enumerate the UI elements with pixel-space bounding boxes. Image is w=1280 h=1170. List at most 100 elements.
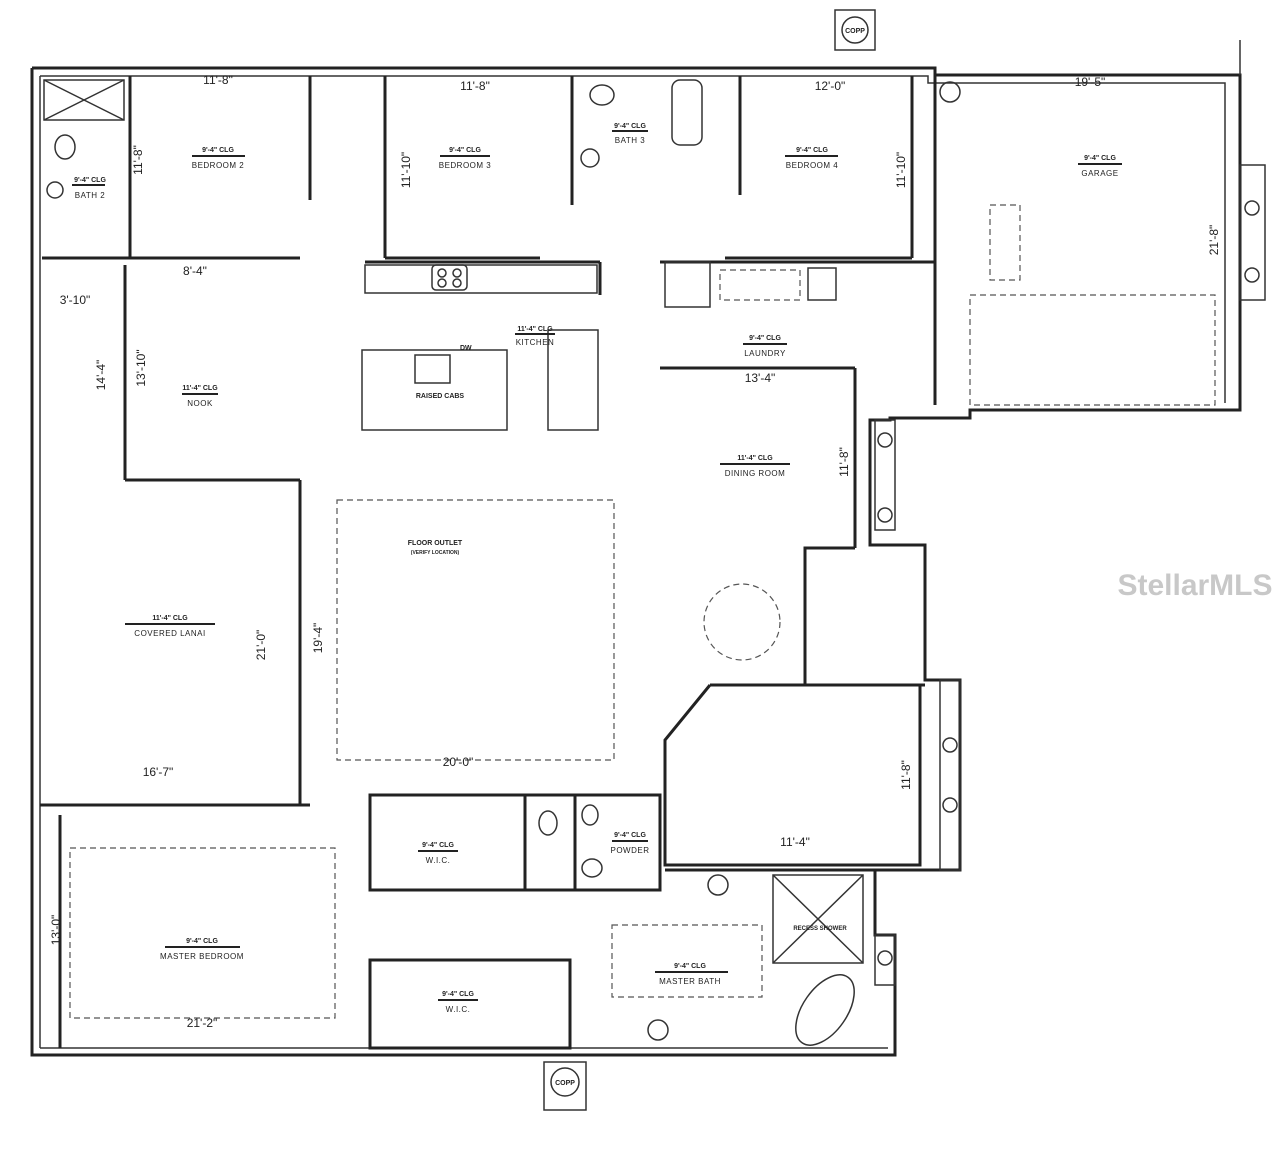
svg-text:BEDROOM 4: BEDROOM 4 xyxy=(786,161,839,170)
tub-icon xyxy=(671,79,703,146)
svg-text:BATH 2: BATH 2 xyxy=(75,191,105,200)
svg-text:9'-4" CLG: 9'-4" CLG xyxy=(1084,155,1116,162)
svg-text:9'-4" CLG: 9'-4" CLG xyxy=(202,147,234,154)
svg-text:11'-4": 11'-4" xyxy=(780,835,810,849)
svg-text:21'-0": 21'-0" xyxy=(254,630,268,661)
bathtub-icon xyxy=(795,974,855,1046)
exterior-walls xyxy=(30,40,1242,1057)
svg-text:9'-4" CLG: 9'-4" CLG xyxy=(74,177,106,184)
label-powder: 9'-4" CLG POWDER xyxy=(611,832,650,855)
svg-text:GARAGE: GARAGE xyxy=(1081,169,1118,178)
top-pad: COPP xyxy=(834,9,876,51)
svg-text:14'-4": 14'-4" xyxy=(94,360,108,391)
svg-text:11'-8": 11'-8" xyxy=(460,79,490,93)
svg-text:9'-4" CLG: 9'-4" CLG xyxy=(614,832,646,839)
svg-text:9'-4" CLG: 9'-4" CLG xyxy=(449,147,481,154)
svg-text:13'-4": 13'-4" xyxy=(745,371,776,385)
shower-icon xyxy=(664,261,711,308)
label-bath-3: 9'-4" CLG BATH 3 xyxy=(612,123,648,145)
bed-outline xyxy=(69,847,336,1019)
label-covered-lanai: 11'-4" CLG COVERED LANAI xyxy=(125,615,215,638)
svg-text:11'-10": 11'-10" xyxy=(894,152,908,188)
sink-icon xyxy=(580,148,600,168)
sink-icon xyxy=(707,874,729,896)
label-bedroom-3: 9'-4" CLG BEDROOM 3 xyxy=(439,147,492,170)
svg-text:8'-4": 8'-4" xyxy=(183,264,207,278)
svg-text:POWDER: POWDER xyxy=(611,846,650,855)
svg-text:9'-4" CLG: 9'-4" CLG xyxy=(614,123,646,130)
svg-text:W.I.C.: W.I.C. xyxy=(446,1005,471,1014)
label-bedroom-4: 9'-4" CLG BEDROOM 4 xyxy=(785,147,838,170)
svg-text:KITCHEN: KITCHEN xyxy=(516,338,555,347)
svg-text:3'-10": 3'-10" xyxy=(60,293,91,307)
svg-text:13'-10": 13'-10" xyxy=(134,349,148,386)
fixtures: DW RAISED CABS FLOOR OUTLET (VERIFY LOCA… xyxy=(43,79,1266,1046)
svg-text:DINING ROOM: DINING ROOM xyxy=(725,469,786,478)
label-laundry: 9'-4" CLG LAUNDRY xyxy=(743,335,787,358)
bottom-pad: COPP xyxy=(543,1061,587,1111)
svg-text:COPP: COPP xyxy=(555,1080,575,1087)
svg-text:BEDROOM 3: BEDROOM 3 xyxy=(439,161,492,170)
svg-text:FLOOR OUTLET: FLOOR OUTLET xyxy=(408,540,463,547)
label-bath-2: 9'-4" CLG BATH 2 xyxy=(72,177,106,200)
laundry-sink-icon xyxy=(807,267,837,301)
dimension-labels: 11'-8" 11'-8" 12'-0" 19'-5" 11'-8" 11'-1… xyxy=(49,73,1221,1030)
svg-text:11'-8": 11'-8" xyxy=(203,73,233,87)
svg-text:NOOK: NOOK xyxy=(187,399,213,408)
table-outline xyxy=(703,583,781,661)
garage-shelf xyxy=(989,204,1021,281)
toilet-icon xyxy=(581,858,603,878)
svg-text:11'-4" CLG: 11'-4" CLG xyxy=(152,615,188,622)
kitchen-sink-icon xyxy=(414,354,451,384)
label-recess-shower: RECESS SHOWER xyxy=(793,926,847,932)
svg-text:MASTER BATH: MASTER BATH xyxy=(659,977,721,986)
label-nook: 11'-4" CLG NOOK xyxy=(182,385,218,408)
label-master-bedroom: 9'-4" CLG MASTER BEDROOM xyxy=(160,938,244,961)
svg-text:MASTER BEDROOM: MASTER BEDROOM xyxy=(160,952,244,961)
svg-text:11'-8": 11'-8" xyxy=(131,145,145,175)
svg-text:12'-0": 12'-0" xyxy=(815,79,846,93)
sink-icon xyxy=(581,804,599,826)
toilet-icon xyxy=(538,810,558,836)
label-garage: 9'-4" CLG GARAGE xyxy=(1078,155,1122,178)
svg-text:COVERED LANAI: COVERED LANAI xyxy=(134,629,205,638)
cooktop-icon xyxy=(431,264,468,291)
svg-text:11'-4" CLG: 11'-4" CLG xyxy=(517,326,553,333)
svg-text:BATH 3: BATH 3 xyxy=(615,136,645,145)
svg-text:11'-4" CLG: 11'-4" CLG xyxy=(182,385,218,392)
kitchen-island xyxy=(361,349,508,431)
svg-text:RECESS SHOWER: RECESS SHOWER xyxy=(793,926,847,932)
svg-text:(VERIFY LOCATION): (VERIFY LOCATION) xyxy=(411,550,460,556)
svg-text:LAUNDRY: LAUNDRY xyxy=(744,349,786,358)
toilet-icon xyxy=(589,84,615,106)
svg-text:19'-4": 19'-4" xyxy=(311,623,325,654)
svg-text:9'-4" CLG: 9'-4" CLG xyxy=(749,335,781,342)
sink-icon xyxy=(647,1019,669,1041)
svg-text:9'-4" CLG: 9'-4" CLG xyxy=(186,938,218,945)
garage-door-zone xyxy=(969,294,1216,406)
label-wic-2: 9'-4" CLG W.I.C. xyxy=(438,991,478,1014)
svg-text:16'-7": 16'-7" xyxy=(143,765,174,779)
svg-text:11'-10": 11'-10" xyxy=(399,152,413,188)
svg-text:21'-2": 21'-2" xyxy=(187,1016,218,1030)
shower-icon xyxy=(772,874,864,964)
svg-text:DW: DW xyxy=(460,345,472,352)
label-dining-room: 11'-4" CLG DINING ROOM xyxy=(720,455,790,478)
svg-text:9'-4" CLG: 9'-4" CLG xyxy=(442,991,474,998)
toilet-icon xyxy=(54,134,76,160)
svg-text:21'-8": 21'-8" xyxy=(1207,225,1221,256)
svg-text:9'-4" CLG: 9'-4" CLG xyxy=(422,842,454,849)
washer-dryer xyxy=(719,269,801,301)
svg-text:20'-0": 20'-0" xyxy=(443,755,474,769)
svg-text:11'-4" CLG: 11'-4" CLG xyxy=(737,455,773,462)
svg-text:11'-8": 11'-8" xyxy=(899,760,913,790)
svg-text:9'-4" CLG: 9'-4" CLG xyxy=(796,147,828,154)
svg-text:COPP: COPP xyxy=(845,28,865,35)
watermark: StellarMLS xyxy=(1117,569,1272,602)
label-kitchen: 11'-4" CLG KITCHEN xyxy=(515,326,555,347)
svg-text:19'-5": 19'-5" xyxy=(1075,75,1106,89)
svg-text:13'-0": 13'-0" xyxy=(49,915,63,946)
